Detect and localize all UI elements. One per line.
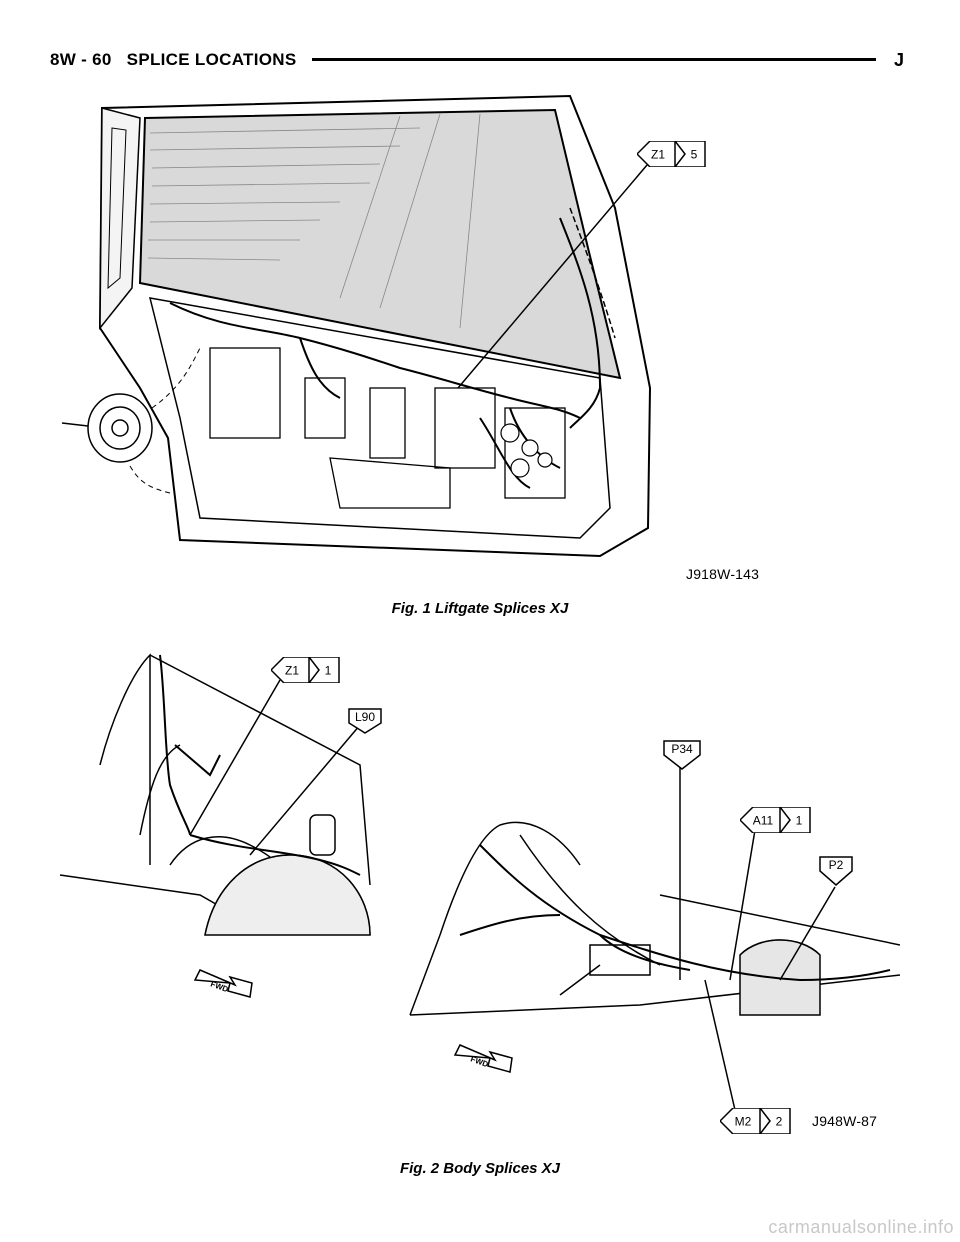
callout-id: Z1 xyxy=(285,664,299,678)
callout-num: 5 xyxy=(691,148,698,162)
cargo-floor-panel xyxy=(409,821,900,1016)
glass-hatching xyxy=(147,113,481,329)
callout-id: P2 xyxy=(829,858,844,872)
section-title: 8W - 60 SPLICE LOCATIONS xyxy=(50,50,297,69)
left-wiring-harness xyxy=(159,654,361,876)
callout-num: 1 xyxy=(796,814,803,828)
callout-leader-lines xyxy=(189,679,836,1111)
rear-window-glass xyxy=(138,108,622,380)
callout-id: L90 xyxy=(355,710,375,724)
callout-p2: P2 xyxy=(819,856,853,886)
page-header: 8W - 60 SPLICE LOCATIONS J xyxy=(50,46,910,76)
header-rule xyxy=(312,58,876,61)
wiring-harness xyxy=(169,217,602,489)
callout-id: A11 xyxy=(753,814,774,828)
callout-a11-1: A11 1 xyxy=(740,807,811,833)
figure-1-liftgate-illustration: Z1 5 J918W-143 xyxy=(40,88,900,588)
callout-leader-lines xyxy=(457,164,648,389)
fwd-arrow-left: FWD xyxy=(193,969,253,998)
callout-id: Z1 xyxy=(651,148,665,162)
figure-2-body-illustration: FWD FWD xyxy=(40,635,900,1145)
liftgate-inner-panel-cutouts xyxy=(209,347,566,509)
callout-id: P34 xyxy=(671,742,693,756)
figure-2-code: J948W-87 xyxy=(812,1113,878,1129)
fwd-arrow-right: FWD xyxy=(453,1044,513,1073)
callout-z1-1: Z1 1 xyxy=(271,657,340,683)
chapter-letter: J xyxy=(893,50,904,70)
callout-p34: P34 xyxy=(663,740,701,770)
watermark: carmanualsonline.info xyxy=(768,1217,954,1237)
callout-m2-2: M2 2 xyxy=(720,1108,791,1134)
speaker-assembly xyxy=(61,393,153,463)
callout-num: 2 xyxy=(776,1115,783,1129)
figure-1-caption: Fig. 1 Liftgate Splices XJ xyxy=(391,600,569,617)
callout-id: M2 xyxy=(735,1115,752,1129)
callout-l90: L90 xyxy=(348,708,382,734)
callout-num: 1 xyxy=(325,664,332,678)
figure-1-code: J918W-143 xyxy=(686,566,760,582)
figure-2-caption: Fig. 2 Body Splices XJ xyxy=(399,1160,561,1177)
callout-z1-5: Z1 5 xyxy=(637,141,706,167)
